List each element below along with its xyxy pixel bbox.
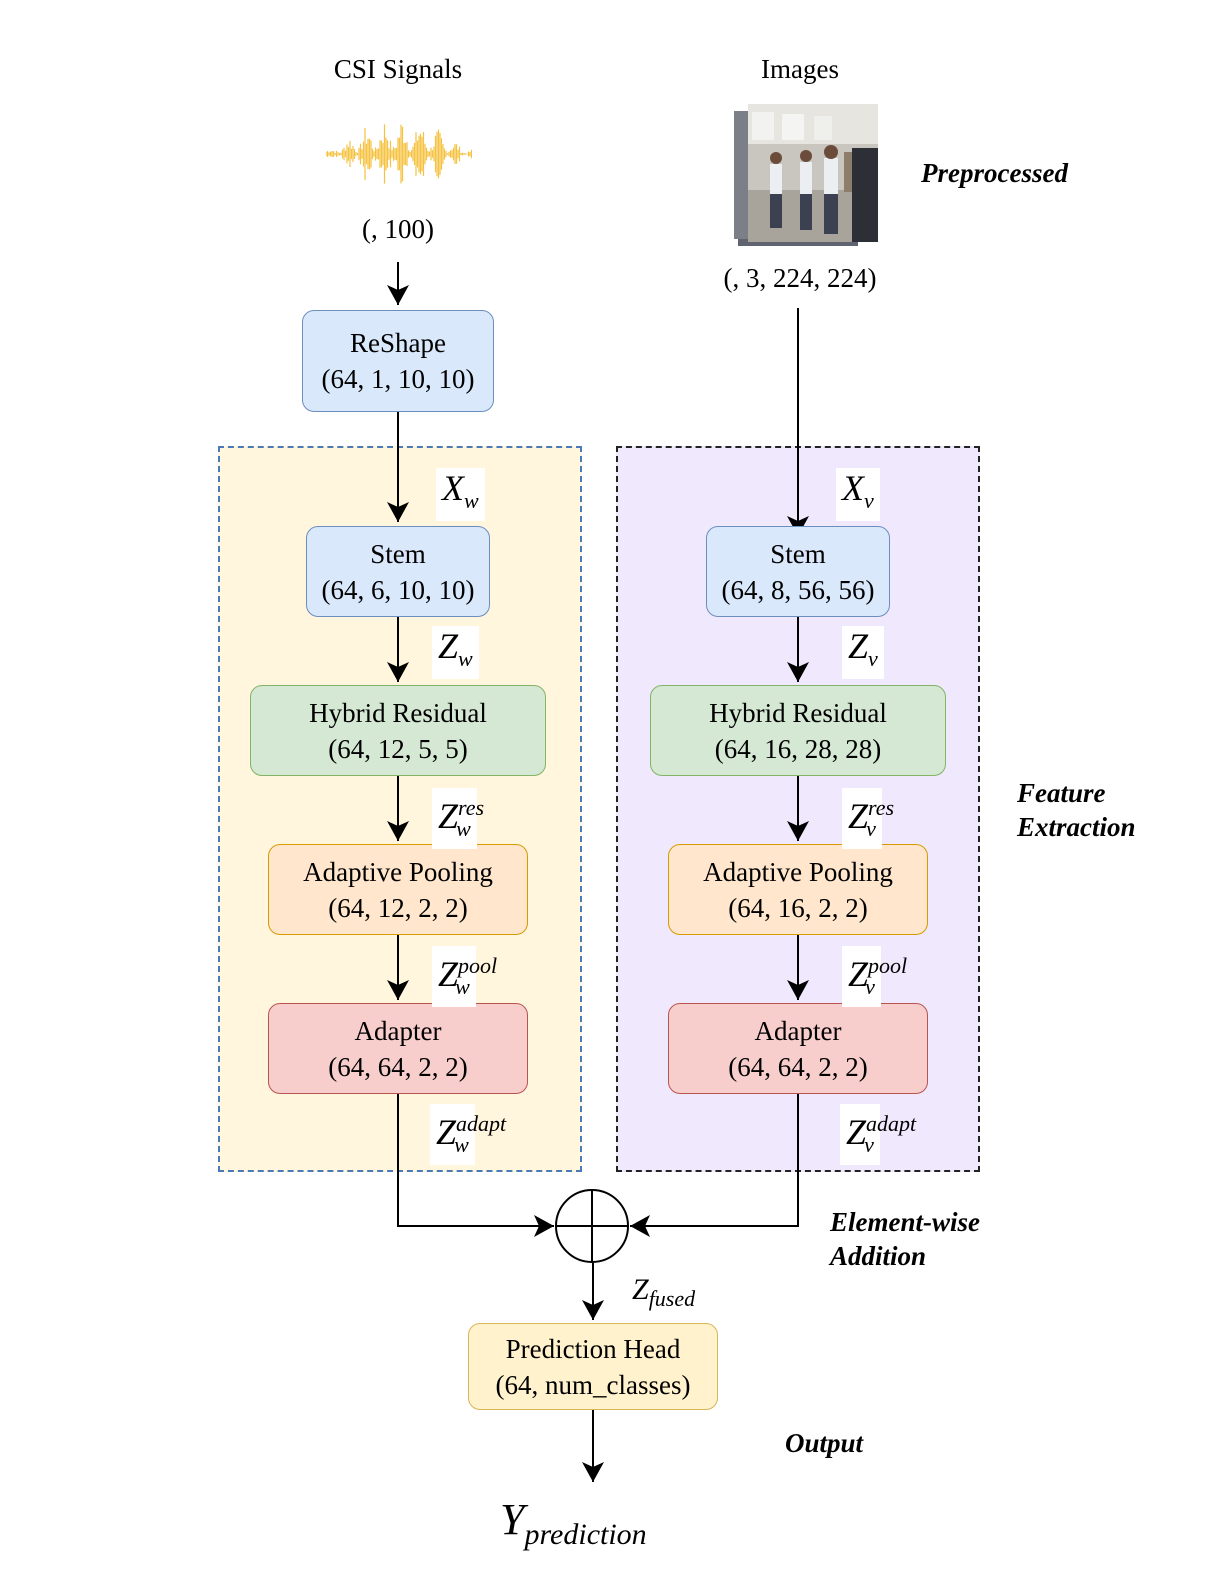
images-shape: (, 3, 224, 224) bbox=[723, 263, 877, 293]
csi-hybrid-residual-shape: (64, 12, 5, 5) bbox=[328, 733, 468, 764]
arrow-adapter-to-sum-img bbox=[630, 1094, 799, 1237]
feature-extraction-line-1: Feature bbox=[1017, 778, 1106, 808]
csi-hybrid-residual-title: Hybrid Residual bbox=[309, 697, 487, 728]
image-adaptive-pooling-title: Adaptive Pooling bbox=[703, 856, 893, 887]
csi-adapter-box: Adapter (64, 64, 2, 2) bbox=[268, 1003, 528, 1094]
image-hybrid-residual-shape: (64, 16, 28, 28) bbox=[714, 733, 882, 764]
image-stack bbox=[730, 104, 890, 246]
image-hybrid-residual-box: Hybrid Residual (64, 16, 28, 28) bbox=[650, 685, 946, 776]
elementwise-addition-label: Element-wise Addition bbox=[830, 1205, 980, 1273]
image-stem-title: Stem bbox=[770, 538, 826, 569]
photo-front bbox=[748, 104, 878, 242]
output-label: Output bbox=[785, 1428, 864, 1458]
image-stem-shape: (64, 8, 56, 56) bbox=[721, 574, 875, 605]
image-z-adapt-symbol: Zadaptv bbox=[840, 1104, 916, 1166]
image-adapter-shape: (64, 64, 2, 2) bbox=[728, 1051, 868, 1082]
csi-reshape-shape: (64, 1, 10, 10) bbox=[321, 364, 475, 394]
elementwise-line-2: Addition bbox=[830, 1241, 927, 1271]
image-z-res-symbol: Zresv bbox=[842, 788, 894, 850]
prediction-head-shape: (64, num_classes) bbox=[495, 1369, 691, 1400]
csi-x-symbol: Xw bbox=[436, 468, 485, 522]
csi-z-symbol: Zw bbox=[432, 626, 479, 680]
csi-z-adapt-symbol: Zadaptw bbox=[430, 1104, 506, 1166]
csi-z-res-symbol: Zresw bbox=[432, 788, 484, 850]
csi-adaptive-pooling-box: Adaptive Pooling (64, 12, 2, 2) bbox=[268, 844, 528, 935]
csi-adapter-shape: (64, 64, 2, 2) bbox=[328, 1051, 468, 1082]
preprocessed-label: Preprocessed bbox=[921, 158, 1068, 188]
image-adaptive-pooling-shape: (64, 16, 2, 2) bbox=[728, 892, 868, 923]
csi-shape: (, 100) bbox=[362, 214, 434, 244]
csi-z-pool-symbol: Zpoolw bbox=[432, 946, 497, 1008]
image-stem-box: Stem (64, 8, 56, 56) bbox=[706, 526, 890, 617]
csi-stem-title: Stem bbox=[370, 538, 426, 569]
waveform-trace bbox=[326, 124, 472, 184]
csi-adapter-title: Adapter bbox=[354, 1015, 442, 1046]
csi-reshape-title: ReShape bbox=[350, 328, 446, 358]
feature-extraction-line-2: Extraction bbox=[1017, 812, 1136, 842]
image-hybrid-residual-title: Hybrid Residual bbox=[709, 697, 887, 728]
feature-extraction-label: Feature Extraction bbox=[1017, 776, 1136, 844]
elementwise-line-1: Element-wise bbox=[830, 1207, 980, 1237]
image-adapter-box: Adapter (64, 64, 2, 2) bbox=[668, 1003, 928, 1094]
csi-reshape-box: ReShape (64, 1, 10, 10) bbox=[302, 310, 494, 412]
arrow-adapter-to-sum-csi bbox=[397, 1094, 554, 1237]
image-adaptive-pooling-box: Adaptive Pooling (64, 16, 2, 2) bbox=[668, 844, 928, 935]
image-x-symbol: Xv bbox=[836, 468, 880, 522]
image-z-symbol: Zv bbox=[842, 626, 884, 680]
csi-stem-shape: (64, 6, 10, 10) bbox=[321, 574, 475, 605]
z-fused-symbol: Zfused bbox=[626, 1270, 702, 1319]
prediction-head-box: Prediction Head (64, num_classes) bbox=[468, 1323, 718, 1410]
y-prediction-symbol: Yprediction bbox=[494, 1496, 653, 1559]
csi-hybrid-residual-box: Hybrid Residual (64, 12, 5, 5) bbox=[250, 685, 546, 776]
csi-stem-box: Stem (64, 6, 10, 10) bbox=[306, 526, 490, 617]
image-adapter-title: Adapter bbox=[754, 1015, 842, 1046]
prediction-head-title: Prediction Head bbox=[505, 1333, 681, 1364]
image-z-pool-symbol: Zpoolv bbox=[842, 946, 907, 1008]
csi-adaptive-pooling-shape: (64, 12, 2, 2) bbox=[328, 892, 468, 923]
csi-title: CSI Signals bbox=[333, 54, 463, 84]
csi-adaptive-pooling-title: Adaptive Pooling bbox=[303, 856, 493, 887]
images-title: Images bbox=[761, 54, 839, 84]
waveform-icon bbox=[326, 124, 472, 184]
